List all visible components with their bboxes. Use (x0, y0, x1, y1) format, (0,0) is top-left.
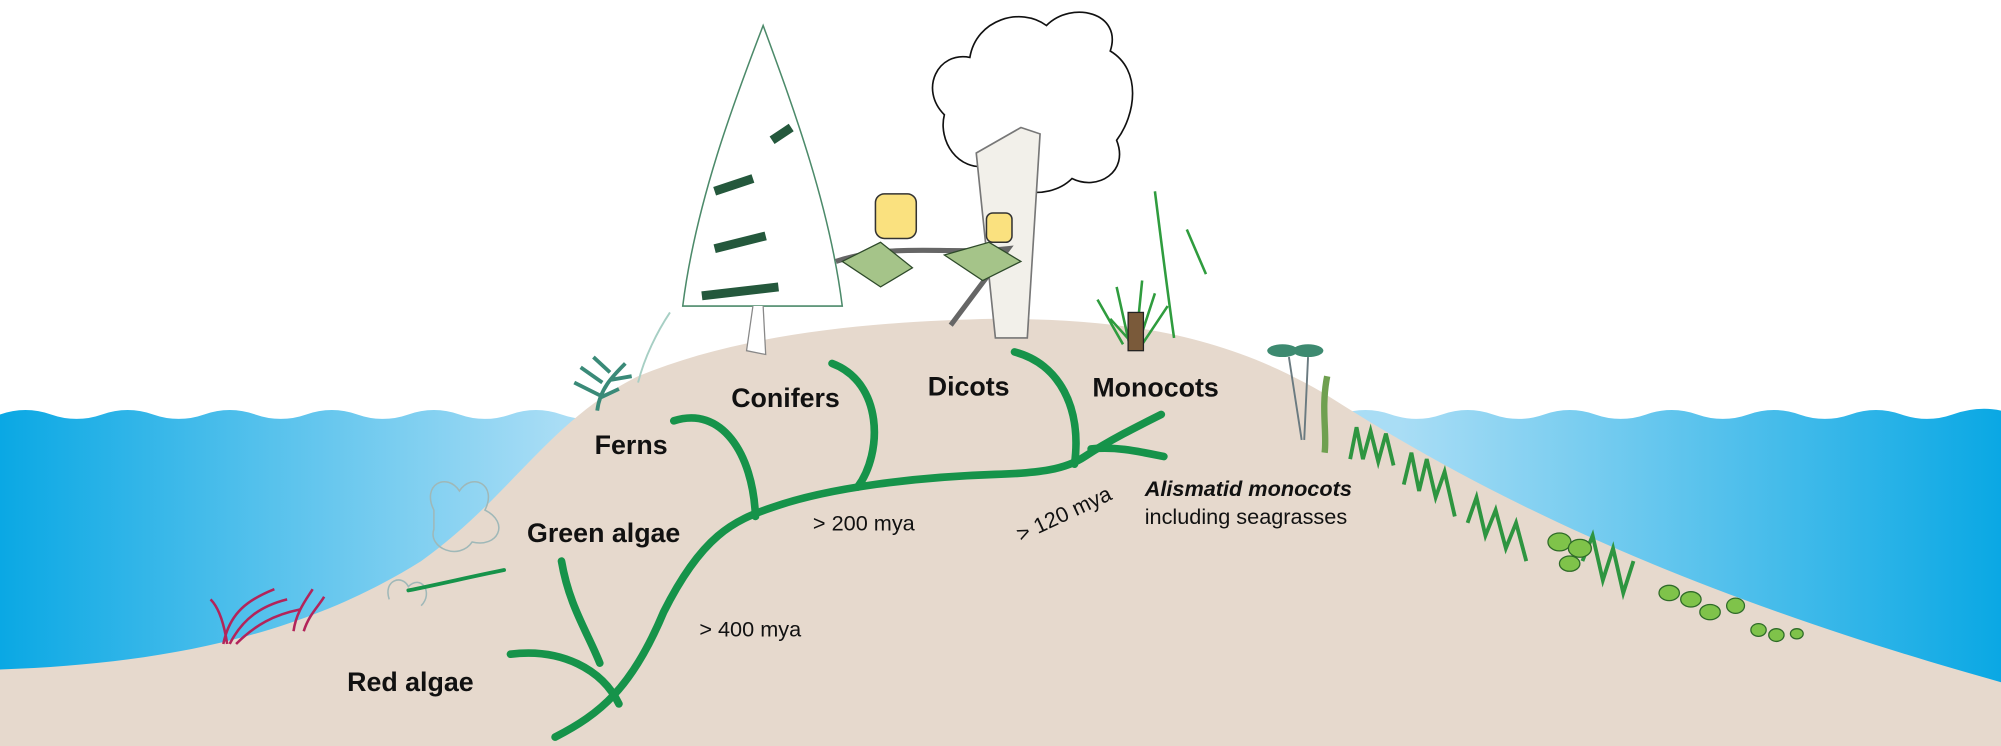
label-alismatid-sub: including seagrasses (1145, 504, 1348, 529)
green-algae-stem (406, 568, 506, 593)
red-algae-icon (209, 587, 326, 645)
branch-green-algae (557, 557, 604, 667)
fern-icon (573, 311, 671, 411)
sand-hill (0, 318, 2001, 746)
label-red-algae: Red algae (347, 667, 473, 697)
label-green-algae: Green algae (527, 518, 680, 548)
branch-red-algae (506, 649, 623, 708)
dicot-tree-icon (931, 11, 1134, 339)
banksia-icon (835, 193, 1023, 327)
age-400: > 400 mya (699, 616, 802, 641)
aquatic-plants-icon (1267, 344, 1331, 454)
monocot-plants-icon (1096, 191, 1208, 352)
label-conifers: Conifers (731, 383, 840, 413)
branch-conifers (828, 359, 879, 491)
main-trunk (551, 410, 1166, 741)
seagrass-leaves-icon (1547, 532, 1804, 643)
label-monocots: Monocots (1092, 373, 1218, 403)
green-algae-icon (387, 480, 500, 607)
label-alismatid: Alismatid monocots (1144, 476, 1352, 501)
phylogeny-tree (506, 348, 1168, 741)
seagrass-icon (1348, 423, 1636, 601)
label-dicots: Dicots (928, 371, 1010, 401)
branch-dicots (1010, 348, 1080, 469)
branch-ferns (669, 414, 760, 521)
conifer-tree-icon (681, 23, 844, 356)
age-200: > 200 mya (813, 510, 916, 535)
label-ferns: Ferns (595, 430, 668, 460)
branch-alismatid (1087, 444, 1168, 461)
